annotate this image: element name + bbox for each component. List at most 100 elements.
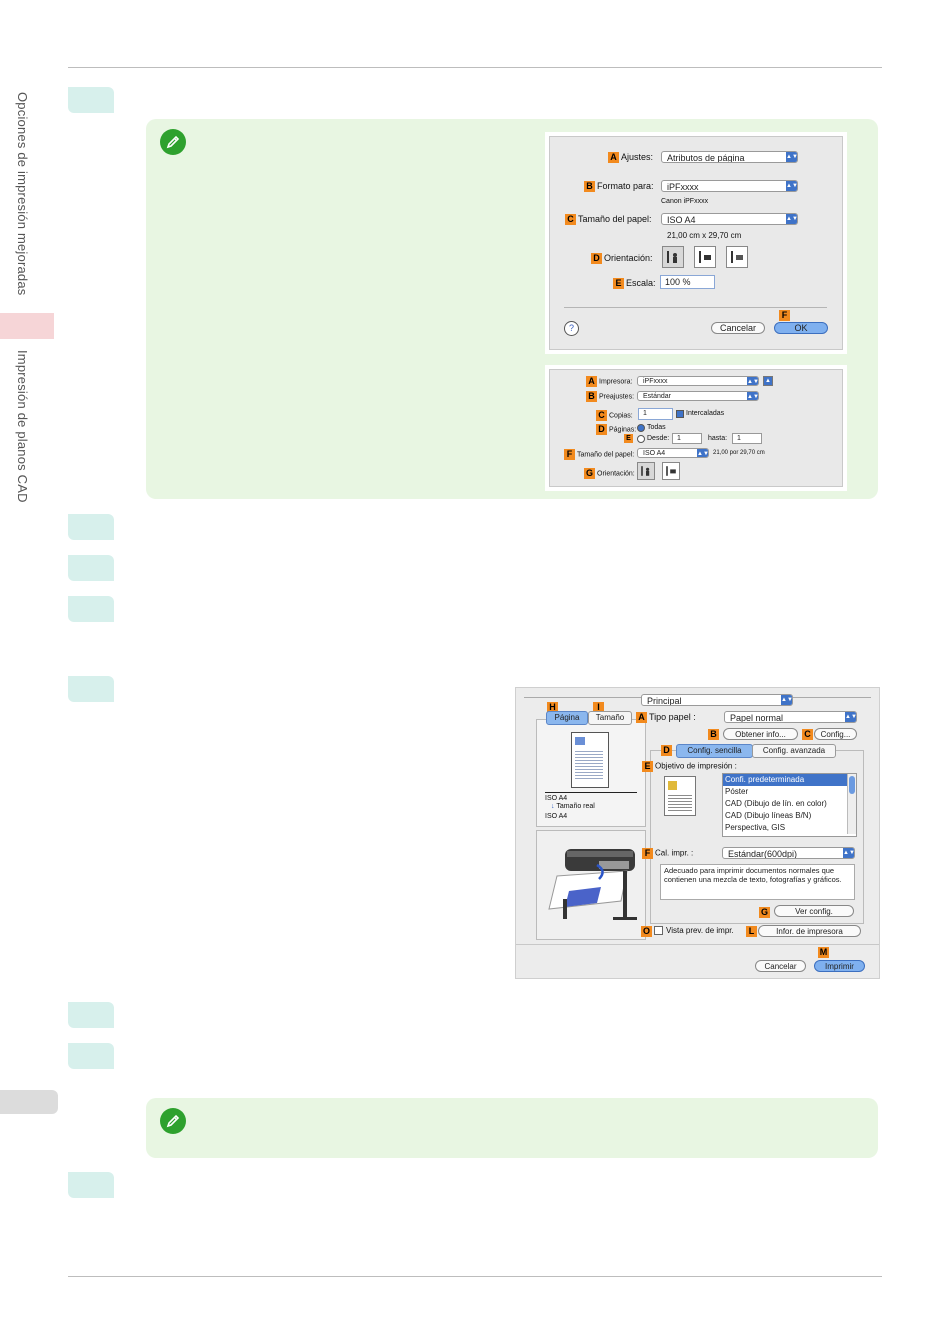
tamano-sub: 21,00 por 29,70 cm xyxy=(713,450,765,456)
imprimir-button[interactable]: Imprimir xyxy=(814,960,865,972)
escala-label-text: Escala: xyxy=(626,278,656,288)
tab-config-sencilla[interactable]: Config. sencilla xyxy=(676,744,753,758)
ok-button[interactable]: OK xyxy=(774,322,828,334)
objetivo-item[interactable]: CAD (Dibujo de lín. en color) xyxy=(725,799,827,808)
tab-pagina[interactable]: Página xyxy=(546,711,588,725)
objetivo-item[interactable]: CAD (Dibujo líneas B/N) xyxy=(725,811,812,820)
select-arrows-icon: ▲▼ xyxy=(786,181,798,191)
scrollbar-thumb[interactable] xyxy=(849,776,855,794)
tag-f: F xyxy=(564,449,575,460)
tab-tamano[interactable]: Tamaño xyxy=(588,711,632,725)
intercaladas-label: Intercaladas xyxy=(686,410,725,417)
listbox-scrollbar[interactable] xyxy=(847,774,856,834)
select-arrows-icon: ▲▼ xyxy=(781,695,793,705)
orientacion-label-text: Orientación: xyxy=(604,253,653,263)
preajustes-select[interactable]: Estándar▲▼ xyxy=(637,391,759,401)
principal-select[interactable]: Principal▲▼ xyxy=(641,694,793,706)
tab-config-avanzada[interactable]: Config. avanzada xyxy=(752,744,836,758)
formato-value: iPFxxxx xyxy=(667,182,699,192)
orientation-reverse-button[interactable] xyxy=(726,246,748,268)
tag-i: I xyxy=(593,702,604,713)
infor-impresora-button[interactable]: Infor. de impresora xyxy=(758,925,861,937)
dialog-divider xyxy=(564,307,827,308)
tag-e: E xyxy=(642,761,653,772)
obtener-info-button[interactable]: Obtener info... xyxy=(723,728,798,740)
preview-size-1: ISO A4 xyxy=(545,795,568,802)
copias-input[interactable]: 1 xyxy=(638,408,673,420)
config-button[interactable]: Config... xyxy=(814,728,857,740)
page-preview-panel: ISO A4 ↓ Tamaño real ISO A4 xyxy=(536,719,646,827)
ver-config-button[interactable]: Ver config. xyxy=(774,905,854,917)
step-marker xyxy=(68,87,114,113)
tag-a: A xyxy=(636,712,647,724)
tamano-select[interactable]: ISO A4 ▲▼ xyxy=(661,213,798,225)
landscape-icon xyxy=(699,251,711,263)
formato-label-text: Formato para: xyxy=(597,181,654,191)
thumb-lines xyxy=(668,793,692,811)
hasta-input[interactable]: 1 xyxy=(732,433,762,444)
orientation-landscape-button[interactable] xyxy=(694,246,716,268)
vista-prev-label: Vista prev. de impr. xyxy=(666,926,734,935)
portrait-icon xyxy=(667,251,677,263)
tag-g: G xyxy=(584,468,595,479)
desde-label: Desde: xyxy=(647,435,670,442)
side-tab-grey-marker xyxy=(0,1090,58,1114)
cal-impr-value: Estándar(600dpi) xyxy=(728,849,798,859)
tag-o: O xyxy=(641,926,652,937)
select-arrows-icon: ▲▼ xyxy=(697,449,709,457)
cal-impr-label-text: Cal. impr. : xyxy=(655,848,694,858)
vista-prev-checkbox[interactable] xyxy=(654,926,663,935)
divider xyxy=(791,697,871,698)
driver-dialog: Principal▲▼ H I ISO A4 ↓ Tamaño real ISO… xyxy=(515,687,880,979)
cancel-button[interactable]: Cancelar xyxy=(711,322,765,334)
tag-a: A xyxy=(586,376,597,387)
tag-a: A xyxy=(608,152,619,164)
help-button[interactable]: ? xyxy=(564,321,579,336)
paginas-label-text: Páginas: xyxy=(609,426,637,434)
orientation-portrait-button[interactable] xyxy=(637,462,655,480)
impresora-select[interactable]: iPFxxxx▲▼ xyxy=(637,376,759,386)
ajustes-select[interactable]: Atributos de página▲▼ xyxy=(661,151,798,163)
printer-illustration xyxy=(536,830,646,940)
desde-radio[interactable] xyxy=(637,435,645,443)
orientation-landscape-button[interactable] xyxy=(662,462,680,480)
formato-select[interactable]: iPFxxxx ▲▼ xyxy=(661,180,798,192)
objetivo-item[interactable]: Póster xyxy=(725,787,749,796)
tag-b: B xyxy=(586,391,597,402)
select-arrows-icon: ▲▼ xyxy=(845,712,857,722)
tag-c: C xyxy=(596,410,607,421)
escala-input[interactable]: 100 % xyxy=(660,275,715,289)
step-marker xyxy=(68,514,114,540)
cal-impr-select[interactable]: Estándar(600dpi)▲▼ xyxy=(722,847,855,859)
tamano-label-text: Tamaño del papel: xyxy=(578,214,652,224)
tamano-select[interactable]: ISO A4▲▼ xyxy=(637,448,709,458)
side-tab-opciones[interactable]: Opciones de impresión mejoradas xyxy=(15,92,30,296)
disclosure-triangle-icon[interactable]: ▲ xyxy=(763,376,773,386)
tag-c: C xyxy=(565,214,576,226)
divider xyxy=(524,697,642,698)
todas-radio[interactable] xyxy=(637,424,645,432)
tipo-papel-select[interactable]: Papel normal▲▼ xyxy=(724,711,857,723)
desde-input[interactable]: 1 xyxy=(672,433,702,444)
objetivo-item[interactable]: Perspectiva, GIS xyxy=(725,823,786,832)
select-arrows-icon: ▲▼ xyxy=(786,214,798,224)
orientation-portrait-button[interactable] xyxy=(662,246,684,268)
objetivo-listbox[interactable]: Confi. predeterminada Póster CAD (Dibujo… xyxy=(722,773,857,837)
thumbnail-lines xyxy=(575,749,603,781)
side-tab-planos-cad[interactable]: Impresión de planos CAD xyxy=(15,350,30,503)
note-box xyxy=(146,1098,878,1158)
objetivo-item[interactable]: Confi. predeterminada xyxy=(723,774,856,786)
tag-e: E xyxy=(613,278,624,290)
ajustes-label-text: Ajustes: xyxy=(621,152,654,162)
cancelar-button[interactable]: Cancelar xyxy=(755,960,806,972)
intercaladas-checkbox[interactable] xyxy=(676,410,684,418)
divider xyxy=(516,944,879,945)
header-rule xyxy=(68,67,882,68)
tamano-value: ISO A4 xyxy=(667,215,696,225)
step-marker xyxy=(68,596,114,622)
